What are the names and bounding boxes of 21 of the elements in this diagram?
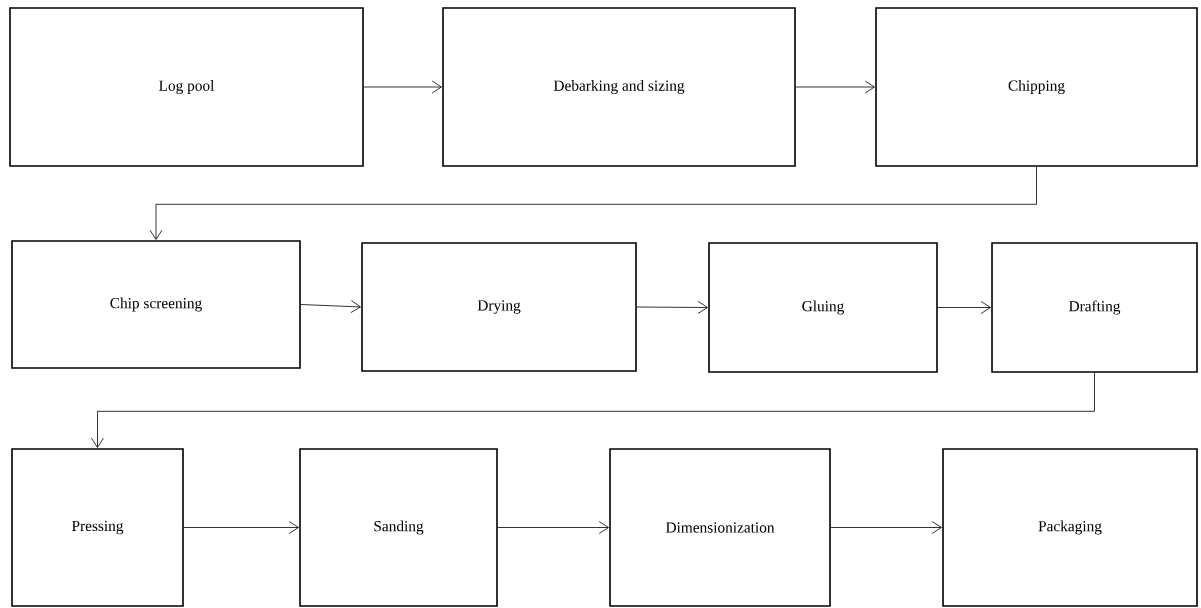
process-box: Packaging [942, 448, 1198, 607]
arrow [795, 80, 875, 94]
process-box: Debarking and sizing [442, 7, 796, 167]
arrow [636, 301, 708, 314]
arrow [91, 372, 1095, 448]
process-box: Chipping [875, 7, 1198, 167]
process-box: Pressing [11, 448, 184, 607]
process-box: Dimensionization [609, 448, 831, 607]
process-box: Drying [361, 242, 637, 372]
arrow [937, 301, 991, 314]
arrow [363, 80, 442, 94]
process-box: Drafting [991, 242, 1198, 373]
process-box: Log pool [9, 7, 364, 167]
arrow [830, 521, 942, 534]
arrow [149, 166, 1037, 240]
process-box: Sanding [299, 448, 498, 607]
arrow [497, 521, 609, 534]
process-box: Chip screening [11, 240, 301, 369]
process-box: Gluing [708, 242, 938, 373]
arrow [300, 300, 361, 313]
arrow [183, 521, 299, 534]
